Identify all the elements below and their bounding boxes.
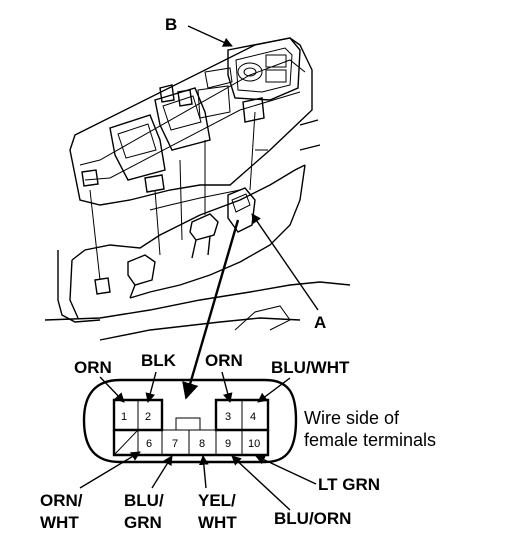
- power-window-switch-illustration: [44, 37, 351, 341]
- connector-caption-line2: female terminals: [304, 430, 436, 450]
- callout-b-arrow: [187, 25, 233, 47]
- wire-arrow-pin2: [145, 371, 157, 403]
- pin-2: 2: [145, 411, 151, 423]
- wire-arrow-pin4: [257, 377, 291, 403]
- wire-arrow-pin8: [198, 455, 209, 489]
- wire-label-blu-grn-line1: BLU/: [124, 491, 164, 510]
- wire-label-blk-pin2: BLK: [141, 351, 177, 370]
- wire-label-orn-pin1: ORN: [74, 358, 112, 377]
- pin-10: 10: [248, 438, 260, 450]
- pin-3: 3: [225, 411, 231, 423]
- wire-arrow-pin9: [231, 455, 291, 511]
- connector-face: 1 2 3 4 6 7 8 9 10: [82, 378, 298, 464]
- wire-arrow-pin3: [221, 371, 233, 403]
- pin-6: 6: [146, 438, 152, 450]
- callout-b-label: B: [165, 15, 177, 34]
- wire-label-blu-orn-pin9: BLU/ORN: [274, 509, 351, 528]
- wire-arrow-pin7: [151, 455, 173, 489]
- connector-zoom-arrow: [182, 219, 240, 400]
- wire-arrow-pin1: [99, 376, 125, 403]
- pin-8: 8: [199, 438, 205, 450]
- callout-a-label: A: [314, 313, 326, 332]
- callout-a-arrow: [251, 213, 319, 311]
- pin-1: 1: [121, 411, 127, 423]
- wire-label-orn-wht-line2: WHT: [40, 513, 79, 532]
- blank-cavity-mark: [113, 429, 139, 456]
- pin-9: 9: [225, 438, 231, 450]
- wire-arrow-pin10: [255, 455, 317, 485]
- pin-7: 7: [172, 438, 178, 450]
- wire-label-yel-wht-line1: YEL/: [198, 491, 236, 510]
- wire-label-blu-grn-line2: GRN: [124, 513, 162, 532]
- wire-arrow-pin6: [79, 451, 141, 489]
- wire-label-orn-wht-line1: ORN/: [40, 491, 83, 510]
- wire-label-blu-wht-pin4: BLU/WHT: [271, 358, 350, 377]
- wire-label-orn-pin3: ORN: [205, 351, 243, 370]
- wire-label-lt-grn-pin10: LT GRN: [318, 475, 380, 494]
- pin-4: 4: [250, 411, 256, 423]
- wire-label-yel-wht-line2: WHT: [198, 513, 237, 532]
- connector-caption-line1: Wire side of: [304, 408, 400, 428]
